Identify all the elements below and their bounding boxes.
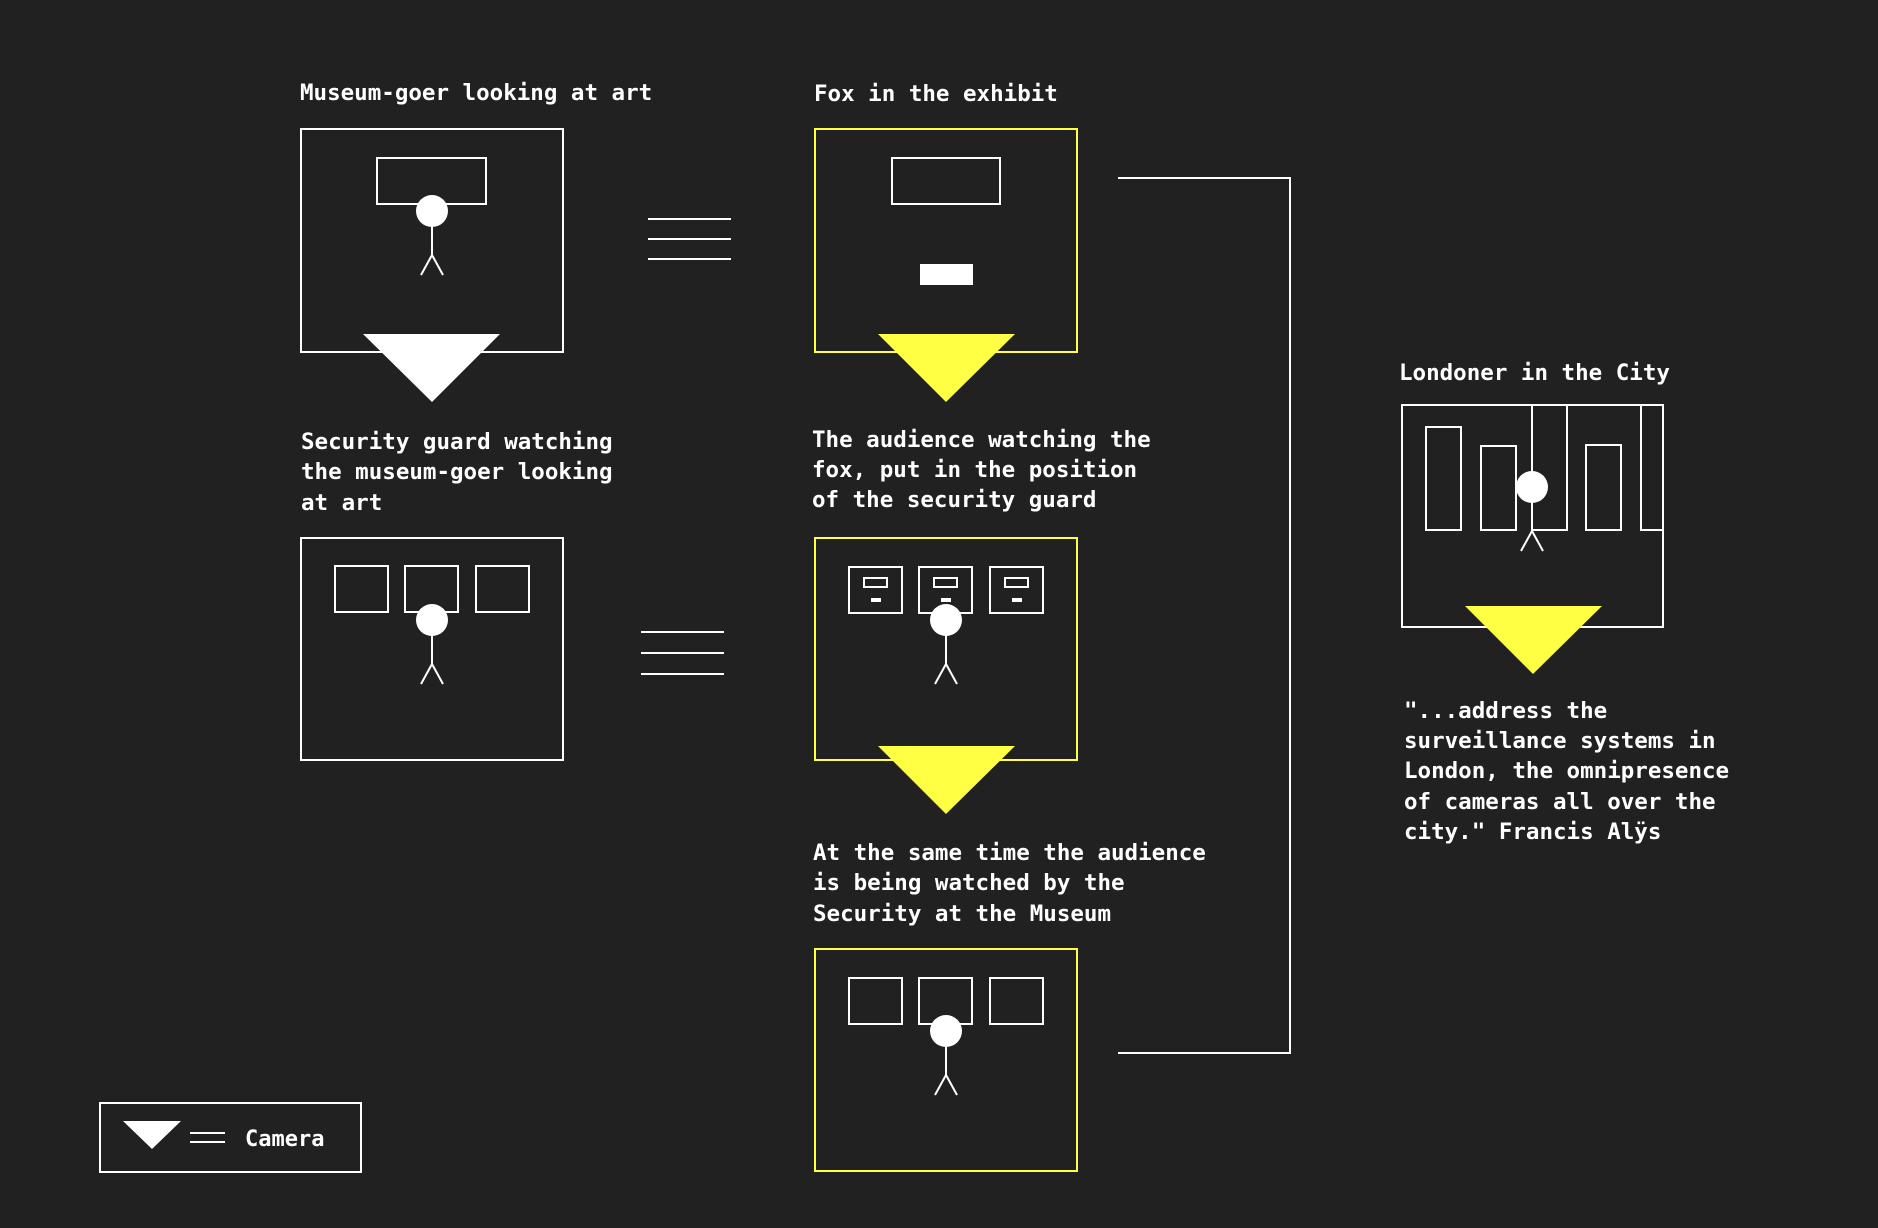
quote-line: surveillance systems in	[1404, 728, 1716, 754]
building-icon	[1640, 404, 1664, 531]
label-fox-exhibit: Fox in the exhibit	[814, 81, 1058, 107]
stick-figure-icon	[929, 603, 963, 685]
camera-triangle-icon	[878, 746, 1015, 814]
label-audience-watched: At the same time the audience is being w…	[813, 840, 1219, 927]
label-audience-fox-line: fox, put in the position	[812, 457, 1137, 483]
building-icon	[1425, 426, 1462, 531]
building-icon	[1531, 404, 1568, 531]
camera-triangle-icon	[1465, 606, 1602, 674]
building-icon	[1585, 444, 1622, 531]
panel-fox-exhibit	[814, 128, 1078, 402]
quote-line: city." Francis Alÿs	[1404, 819, 1661, 845]
art-frame-icon	[334, 565, 389, 613]
quote-line: "...address the	[1404, 698, 1607, 724]
quote-text: "...address the surveillance systems in …	[1404, 698, 1743, 845]
panel-audience-watched	[814, 948, 1078, 1172]
equals-lines-icon	[648, 218, 731, 260]
label-audience-fox: The audience watching the fox, put in th…	[812, 427, 1164, 513]
stick-figure-icon	[929, 1014, 963, 1096]
panel-audience-fox	[814, 537, 1078, 814]
legend: Camera	[99, 1102, 362, 1173]
art-frame-icon	[891, 157, 1001, 205]
label-security-guard-line: the museum-goer looking	[301, 459, 613, 485]
stick-figure-icon	[1515, 470, 1549, 552]
label-museum-goer: Museum-goer looking at art	[300, 80, 652, 106]
art-frame-icon	[848, 977, 903, 1025]
label-security-guard: Security guard watching the museum-goer …	[301, 429, 626, 516]
panel-londoner	[1401, 404, 1664, 674]
label-audience-watched-line: Security at the Museum	[813, 901, 1111, 927]
label-audience-fox-line: The audience watching the	[812, 427, 1151, 453]
equals-lines-icon	[190, 1132, 225, 1143]
art-frame-icon	[475, 565, 530, 613]
camera-triangle-icon	[878, 334, 1015, 402]
label-audience-fox-line: of the security guard	[812, 487, 1096, 513]
label-londoner: Londoner in the City	[1399, 360, 1670, 386]
label-security-guard-line: at art	[301, 490, 382, 516]
quote-line: of cameras all over the	[1404, 789, 1716, 815]
panel-security-guard	[300, 537, 564, 761]
equals-lines-icon	[641, 631, 724, 675]
bracket-connector	[1118, 177, 1291, 1054]
fox-block-icon	[920, 264, 973, 285]
monitor-screen-icon	[989, 566, 1044, 614]
camera-triangle-icon	[123, 1121, 181, 1149]
label-audience-watched-line: At the same time the audience	[813, 840, 1206, 866]
quote-line: London, the omnipresence	[1404, 758, 1729, 784]
panel-museum-goer	[300, 128, 564, 402]
legend-camera-label: Camera	[245, 1127, 324, 1152]
art-frame-icon	[989, 977, 1044, 1025]
stick-figure-icon	[415, 603, 449, 685]
building-icon	[1480, 445, 1517, 531]
label-audience-watched-line: is being watched by the	[813, 870, 1125, 896]
camera-triangle-icon	[363, 334, 500, 402]
label-security-guard-line: Security guard watching	[301, 429, 613, 455]
stick-figure-icon	[415, 194, 449, 276]
monitor-screen-icon	[848, 566, 903, 614]
